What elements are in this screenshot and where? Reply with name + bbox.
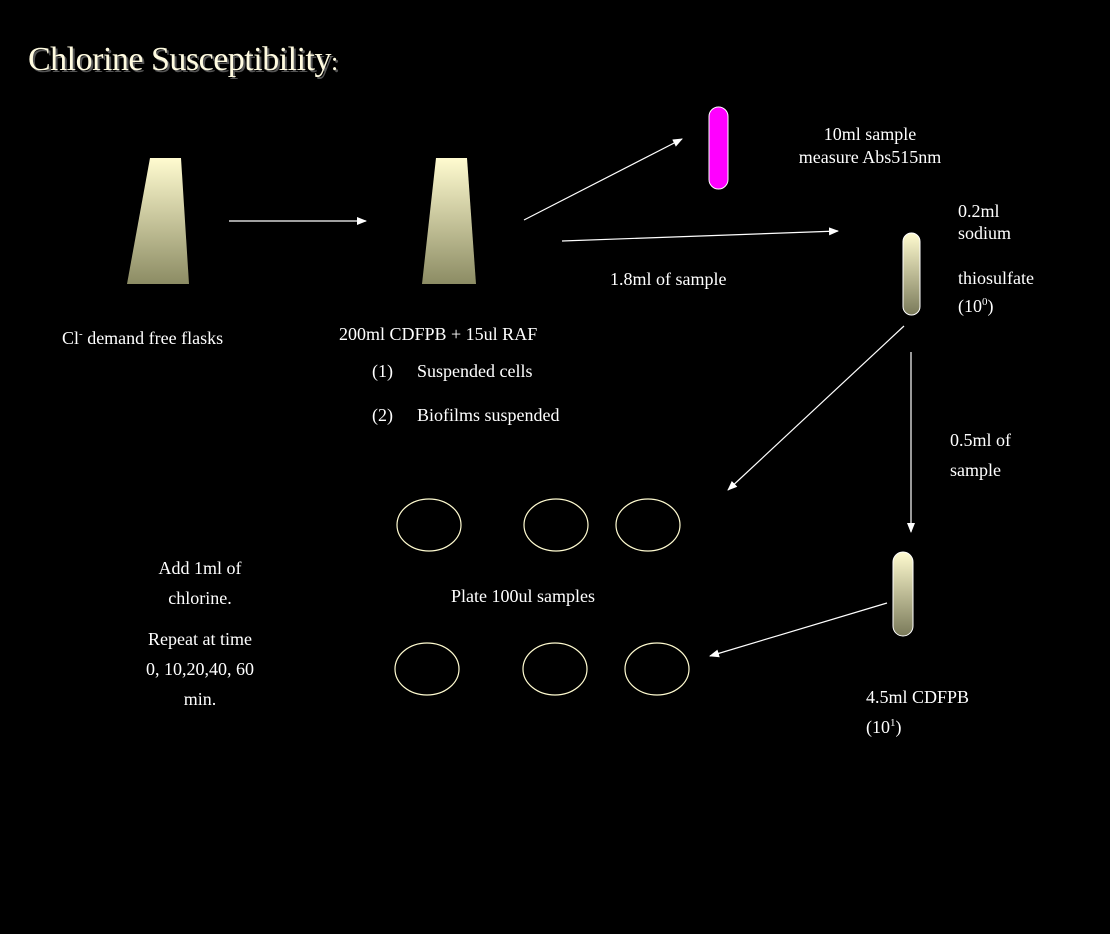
list-item-2-number: (2) <box>372 405 393 425</box>
plate-icon <box>624 642 690 696</box>
dil-exponent: 1 <box>890 717 896 729</box>
flasks-label-sup: - <box>79 328 83 340</box>
plate-samples-label: Plate 100ul samples <box>451 586 595 606</box>
arrow-to-thiosulfate-tube <box>561 227 839 242</box>
thiosulfate-label-line1: 0.2ml <box>958 201 1000 221</box>
plate-icon <box>523 498 589 552</box>
page-title: Chlorine Susceptibility: <box>28 40 338 82</box>
chlorine-label-line1: Add 1ml of <box>158 558 242 578</box>
list-item-1-text: Suspended cells <box>417 361 533 381</box>
sample-tube-magenta-icon <box>708 106 729 190</box>
arrow-to-magenta-tube <box>523 138 683 221</box>
arrow-thiosulfate-to-plates <box>727 325 905 491</box>
title-text: Chlorine Susceptibility <box>28 41 331 78</box>
thio-dil-close: ) <box>987 296 994 316</box>
list-item-2-text: Biofilms suspended <box>417 405 560 425</box>
plate-icon <box>522 642 588 696</box>
dilution-exponent-label: (101) <box>866 712 902 738</box>
thiosulfate-tube-icon <box>902 232 921 316</box>
flasks-label-suffix: demand free flasks <box>82 328 224 348</box>
thiosulfate-dilution-label: (100) <box>958 291 994 317</box>
flasks-label: Cl- demand free flasks <box>62 323 223 349</box>
dil-close: ) <box>895 717 902 737</box>
thio-dil-exponent: 0 <box>982 296 988 308</box>
dilution-tube-icon <box>892 551 914 637</box>
thiosulfate-label-line3: thiosulfate <box>958 268 1034 288</box>
dil-base: (10 <box>866 717 890 737</box>
cdfpb-label: 200ml CDFPB + 15ul RAF <box>339 324 538 344</box>
title-colon: : <box>330 47 338 76</box>
arrow-dilution-to-plates <box>709 602 888 658</box>
chlorine-label-line2: chlorine. <box>168 588 232 608</box>
dilution-label-line1: 4.5ml CDFPB <box>866 687 970 707</box>
plate-icon <box>394 642 460 696</box>
flasks-label-prefix: Cl <box>62 328 80 348</box>
flask-icon-2 <box>422 158 476 284</box>
abs-label-line1: 10ml sample <box>823 124 917 144</box>
abs-label-line2: measure Abs515nm <box>798 147 942 167</box>
plate-icon <box>396 498 462 552</box>
sample-0-5ml-line1: 0.5ml of <box>950 430 1011 450</box>
repeat-label-line1: Repeat at time <box>148 629 252 649</box>
list-item-1-number: (1) <box>372 361 393 381</box>
flask-icon-1 <box>127 158 189 284</box>
repeat-label-line3: min. <box>183 689 217 709</box>
repeat-label-line2: 0, 10,20,40, 60 <box>146 659 254 679</box>
thio-dil-base: (10 <box>958 296 982 316</box>
plate-icon <box>615 498 681 552</box>
sample-0-5ml-line2: sample <box>950 460 1001 480</box>
thiosulfate-label-line2: sodium <box>958 223 1012 243</box>
sample-1-8ml-label: 1.8ml of sample <box>610 269 727 289</box>
